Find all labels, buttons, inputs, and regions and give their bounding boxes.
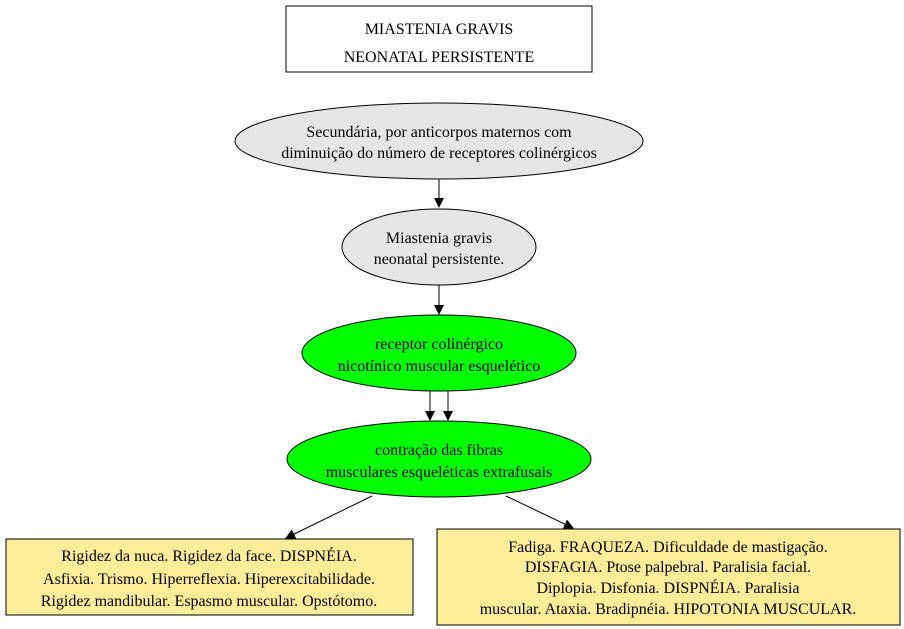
cause-line-2: diminuição do número de receptores colin… [281,145,597,162]
right-symptoms-line-4: muscular. Ataxia. Bradipnéia. HIPOTONIA … [480,601,857,618]
title-line-1: MIASTENIA GRAVIS [365,21,514,38]
title-line-2: NEONATAL PERSISTENTE [344,49,535,66]
contraction-line-1: contração das fibras [375,442,503,459]
disease-ellipse [341,208,537,286]
cause-ellipse [234,102,644,180]
right-symptoms-box: Fadiga. FRAQUEZA. Dificuldade de mastiga… [436,528,901,626]
left-symptoms-line-1: Rigidez da nuca. Rigidez da face. DISPNÉ… [61,546,356,565]
contraction-line-2: musculares esqueléticas extrafusais [326,464,553,481]
arrow-contraction-to-right-symptoms [505,495,574,529]
contraction-ellipse [286,420,592,498]
receptor-node: receptor colinérgico nicotínico muscular… [301,314,577,392]
receptor-line-1: receptor colinérgico [375,336,503,353]
cause-line-1: Secundária, por anticorpos maternos com [306,124,572,141]
left-symptoms-line-3: Rigidez mandibular. Espasmo muscular. Op… [41,593,377,610]
right-symptoms-line-2: DISFAGIA. Ptose palpebral. Paralisia fac… [525,559,811,576]
cause-node: Secundária, por anticorpos maternos com … [234,102,644,180]
contraction-node: contração das fibras musculares esquelét… [286,420,592,498]
arrow-contraction-to-left-symptoms [285,495,373,539]
right-symptoms-line-3: Diplopia. Disfonia. DISPNÉIA. Paralisia [536,578,799,597]
left-symptoms-line-2: Asfixia. Trismo. Hiperreflexia. Hiperexc… [43,571,375,588]
disease-line-2: neonatal persistente. [374,251,505,268]
disease-line-1: Miastenia gravis [386,230,492,247]
right-symptoms-line-1: Fadiga. FRAQUEZA. Dificuldade de mastiga… [508,539,827,556]
receptor-ellipse [301,314,577,392]
disease-node: Miastenia gravis neonatal persistente. [341,208,537,286]
title-box: MIASTENIA GRAVIS NEONATAL PERSISTENTE [285,5,593,73]
left-symptoms-box: Rigidez da nuca. Rigidez da face. DISPNÉ… [5,538,414,616]
receptor-line-2: nicotínico muscular esquelético [338,358,541,375]
